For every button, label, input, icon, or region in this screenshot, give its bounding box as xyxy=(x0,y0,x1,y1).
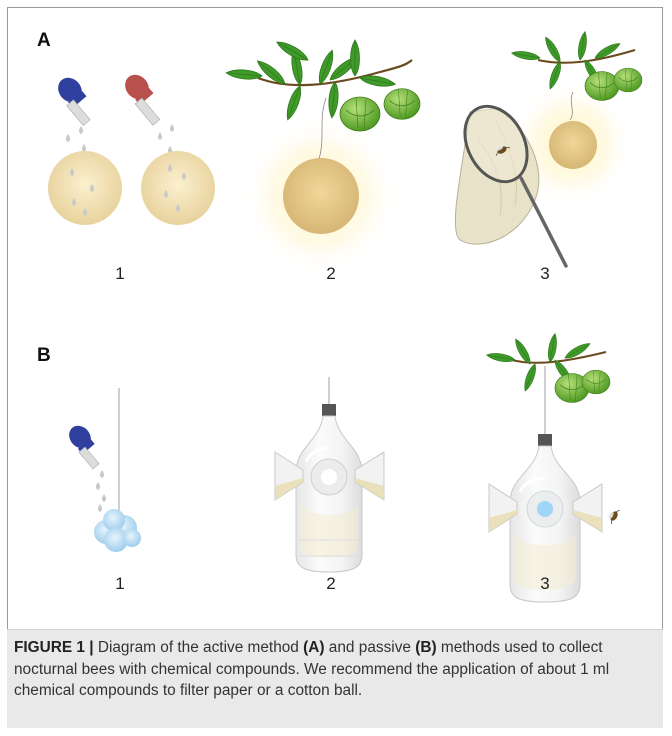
panel-a-label: A xyxy=(37,30,51,52)
caption-text-1: Diagram of the active method xyxy=(94,639,304,656)
caption-text-2: and passive xyxy=(325,639,416,656)
figure-illustration xyxy=(0,0,672,620)
panel-a-step2-number: 2 xyxy=(326,264,335,284)
figure-caption: FIGURE 1 | Diagram of the active method … xyxy=(14,637,654,702)
branch-icon xyxy=(486,333,610,402)
filter-paper-icon xyxy=(549,121,597,169)
panel-a-step3 xyxy=(452,31,642,266)
caption-ref-b: (B) xyxy=(415,639,436,656)
filter-paper-icon xyxy=(141,151,215,225)
panel-b-step1 xyxy=(65,388,141,552)
dropper-icon xyxy=(120,70,160,125)
bee-icon xyxy=(605,506,620,524)
panel-a-step1-number: 1 xyxy=(115,264,124,284)
dropper-icon xyxy=(53,73,90,126)
panel-a-step3-number: 3 xyxy=(540,264,549,284)
panel-b-step2-number: 2 xyxy=(326,574,335,594)
filter-paper-icon xyxy=(283,158,359,234)
panel-b-step3-number: 3 xyxy=(540,574,549,594)
panel-b-step2 xyxy=(275,377,384,572)
caption-lead: FIGURE 1 | xyxy=(14,639,94,656)
panel-b-label: B xyxy=(37,345,51,367)
caption-ref-a: (A) xyxy=(303,639,324,656)
panel-a-step1 xyxy=(48,70,215,225)
panel-b-step1-number: 1 xyxy=(115,574,124,594)
panel-a-step2 xyxy=(226,38,420,276)
panel-b-step3 xyxy=(486,333,621,602)
bottle-trap-icon xyxy=(275,404,384,572)
dropper-icon xyxy=(65,421,100,469)
cotton-ball-icon xyxy=(94,509,141,552)
